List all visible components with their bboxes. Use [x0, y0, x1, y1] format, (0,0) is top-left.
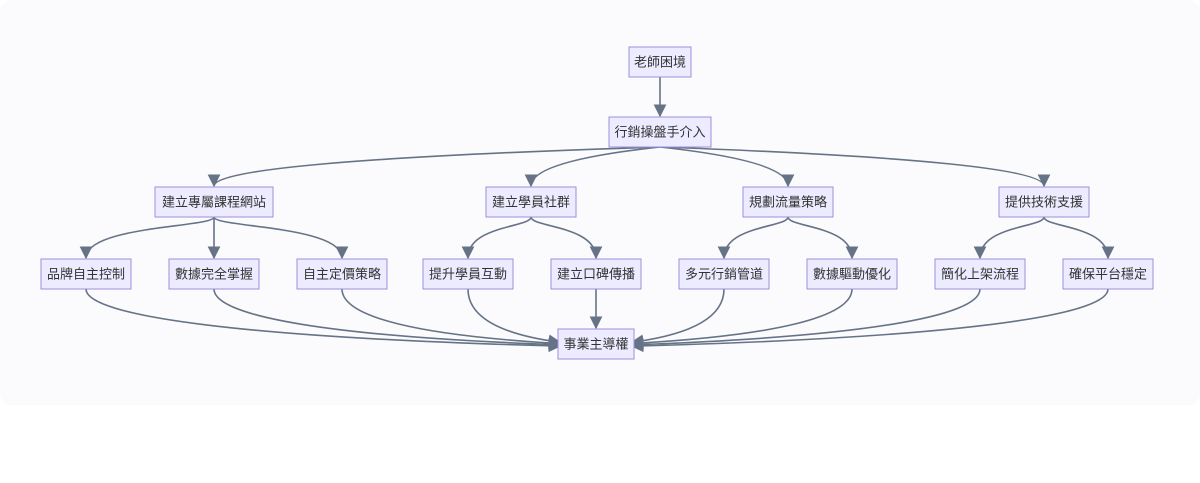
- edge-traffic-to-multichannel: [717, 216, 789, 260]
- node-data-optimize-box: [806, 258, 898, 290]
- node-traffic: 規劃流量策略: [742, 186, 834, 218]
- node-data-optimize-label: 數據驅動優化: [813, 268, 891, 283]
- node-root-box: [628, 46, 692, 78]
- node-word-of-mouth: 建立口碑傳播: [550, 258, 642, 290]
- node-tech: 提供技術支援: [998, 186, 1090, 218]
- edge-data-master-to-outcome: [213, 288, 562, 351]
- node-intervention-label: 行銷操盤手介入: [614, 125, 705, 141]
- edge-multichannel-to-outcome: [630, 288, 725, 348]
- node-brand-label: 品牌自主控制: [47, 267, 125, 283]
- node-engagement-box: [422, 258, 514, 290]
- node-multichannel-label: 多元行銷管道: [685, 267, 763, 283]
- edge-brand-to-outcome: [85, 288, 562, 353]
- node-tech-label: 提供技術支援: [1005, 195, 1083, 211]
- node-simplify: 簡化上架流程: [934, 258, 1026, 290]
- edge-website-to-pricing: [213, 216, 349, 260]
- node-root-label: 老師困境: [634, 56, 686, 71]
- node-stability-label: 確保平台穩定: [1069, 267, 1147, 283]
- edge-intervention-to-website: [207, 146, 661, 188]
- edge-community-to-engagement: [461, 216, 532, 260]
- node-word-of-mouth-box: [550, 258, 642, 290]
- edge-tech-to-stability: [1043, 216, 1115, 260]
- node-engagement: 提升學員互動: [422, 258, 514, 290]
- edge-intervention-to-community: [524, 146, 661, 188]
- node-engagement-label: 提升學員互動: [429, 267, 507, 283]
- node-website-label: 建立專屬課程網站: [162, 195, 266, 211]
- node-community: 建立學員社群: [485, 186, 577, 218]
- edge-pricing-to-outcome: [341, 288, 562, 350]
- edge-intervention-to-traffic: [659, 146, 795, 188]
- node-data-master-label: 數據完全掌握: [175, 267, 253, 283]
- edge-tech-to-simplify: [973, 216, 1045, 260]
- edge-website-to-brand: [79, 216, 215, 260]
- edge-intervention-to-tech: [659, 146, 1051, 188]
- edge-simplify-to-outcome: [630, 288, 981, 351]
- node-multichannel-box: [678, 258, 770, 290]
- node-simplify-label: 簡化上架流程: [941, 268, 1019, 283]
- node-data-optimize: 數據驅動優化: [806, 258, 898, 290]
- node-outcome-box: [557, 328, 635, 360]
- edge-data-optimize-to-outcome: [630, 288, 853, 350]
- node-intervention: 行銷操盤手介入: [608, 116, 712, 148]
- edge-traffic-to-data-optimize: [787, 216, 859, 260]
- node-website: 建立專屬課程網站: [154, 186, 274, 218]
- node-pricing: 自主定價策略: [296, 258, 388, 290]
- edge-engagement-to-outcome: [467, 288, 562, 348]
- node-community-box: [485, 186, 577, 218]
- edge-community-to-word-of-mouth: [530, 216, 603, 260]
- node-outcome: 事業主導權: [557, 328, 635, 360]
- node-data-master: 數據完全掌握: [168, 258, 260, 290]
- node-traffic-box: [742, 186, 834, 218]
- node-outcome-label: 事業主導權: [563, 337, 628, 353]
- edges-layer: [79, 77, 1115, 353]
- node-website-box: [154, 186, 274, 218]
- node-pricing-label: 自主定價策略: [303, 267, 381, 283]
- node-multichannel: 多元行銷管道: [678, 258, 770, 290]
- node-simplify-box: [934, 258, 1026, 290]
- edge-stability-to-outcome: [630, 288, 1109, 353]
- node-intervention-box: [608, 116, 712, 148]
- node-tech-box: [998, 186, 1090, 218]
- node-pricing-box: [296, 258, 388, 290]
- node-traffic-label: 規劃流量策略: [749, 195, 827, 211]
- node-brand-box: [40, 258, 132, 290]
- node-stability-box: [1062, 258, 1154, 290]
- node-brand: 品牌自主控制: [40, 258, 132, 290]
- node-data-master-box: [168, 258, 260, 290]
- node-root: 老師困境: [628, 46, 692, 78]
- node-word-of-mouth-label: 建立口碑傳播: [557, 267, 635, 283]
- node-stability: 確保平台穩定: [1062, 258, 1154, 290]
- node-community-label: 建立學員社群: [492, 195, 570, 211]
